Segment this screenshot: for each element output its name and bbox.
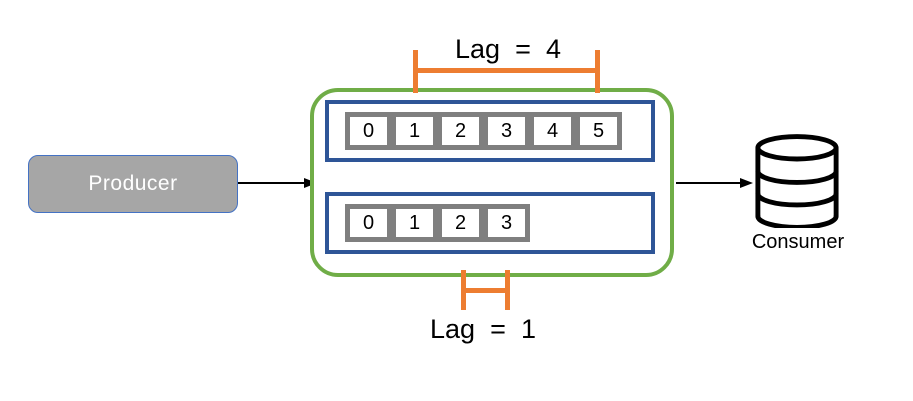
lag-bracket-top-bar — [413, 68, 600, 73]
broker-to-consumer-arrow — [676, 178, 753, 188]
producer-label: Producer — [88, 172, 178, 195]
database-cylinder-icon — [755, 134, 839, 228]
producer-to-broker-arrow — [238, 178, 317, 188]
lag-bottom-label: Lag = 1 — [430, 314, 536, 344]
offset-cell: 0 — [350, 209, 387, 237]
consumer-label: Consumer — [751, 231, 845, 253]
offset-cell: 3 — [488, 209, 525, 237]
offset-cell: 0 — [350, 117, 387, 145]
lag-bracket-bottom-bar — [461, 288, 510, 293]
lag-top-label: Lag = 4 — [455, 34, 561, 64]
offset-cell: 1 — [396, 209, 433, 237]
offset-cell: 2 — [442, 209, 479, 237]
offset-cell: 3 — [488, 117, 525, 145]
offset-cell: 1 — [396, 117, 433, 145]
offset-cell: 2 — [442, 117, 479, 145]
offset-cell: 4 — [534, 117, 571, 145]
offset-cell: 5 — [580, 117, 617, 145]
producer-node: Producer — [28, 155, 238, 213]
